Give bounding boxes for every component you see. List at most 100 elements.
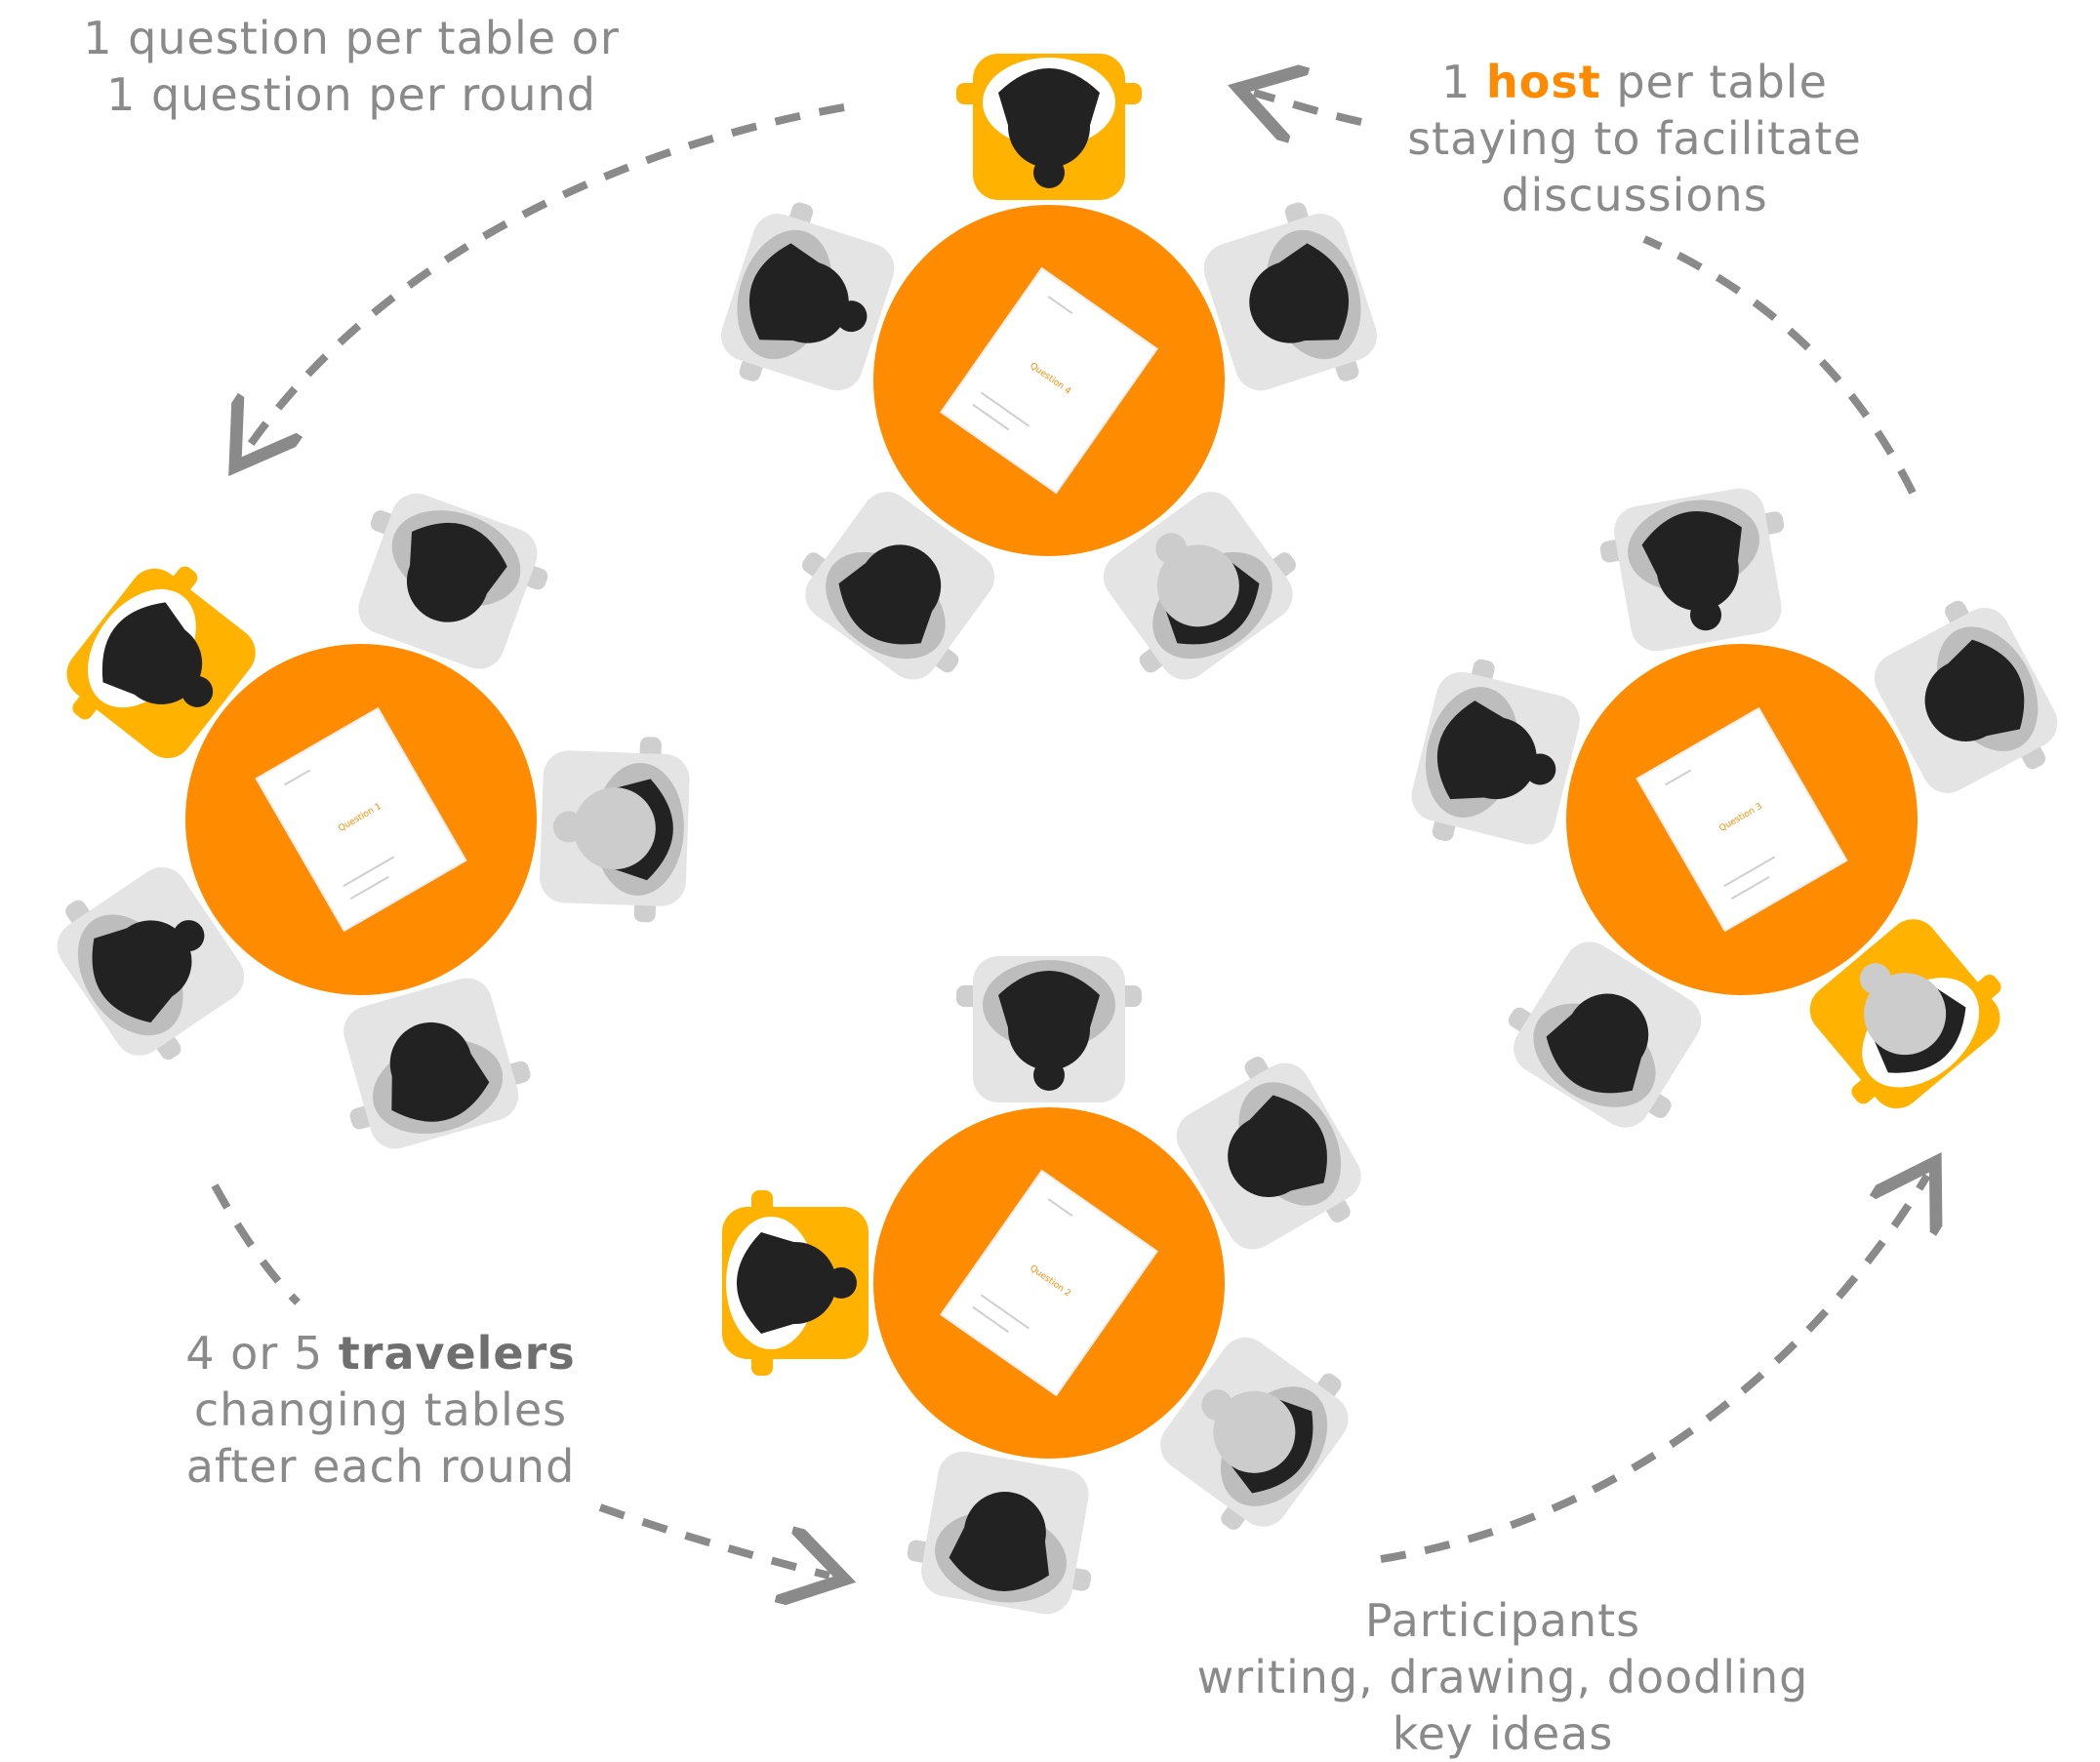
paper-line bbox=[1723, 856, 1776, 888]
table-top: Question 4 bbox=[721, 54, 1377, 680]
person-head bbox=[389, 1021, 472, 1104]
arrow-bottom-to-right bbox=[1380, 1176, 1927, 1563]
participant-seat bbox=[1103, 492, 1296, 680]
paper-line bbox=[1665, 769, 1692, 786]
table-left: Question 1 bbox=[57, 493, 690, 1149]
table-bottom: Question 2 bbox=[722, 956, 1361, 1615]
label-host-line1: 1 host per table bbox=[1441, 56, 1828, 108]
arrow-right-to-top-b bbox=[1254, 93, 1362, 122]
label-travelers-line2: changing tables bbox=[193, 1383, 568, 1436]
participant-seat bbox=[540, 737, 690, 923]
participant-seat bbox=[802, 492, 995, 680]
participant-seat bbox=[1411, 659, 1580, 845]
label-participants-line3: key ideas bbox=[1392, 1707, 1614, 1760]
hair-bun bbox=[173, 920, 205, 952]
label-travelers-line1: 4 or 5 travelers bbox=[185, 1327, 576, 1380]
person-head bbox=[1156, 544, 1239, 627]
host-seat bbox=[66, 566, 256, 759]
paper-line bbox=[972, 403, 1010, 431]
host-seat bbox=[1809, 919, 2001, 1109]
person-head bbox=[766, 260, 849, 343]
person-head bbox=[109, 920, 192, 1003]
host-seat bbox=[722, 1190, 868, 1376]
paper-line bbox=[1730, 875, 1770, 901]
person-head bbox=[1864, 973, 1947, 1056]
label-participants: Participants writing, drawing, doodling … bbox=[1171, 1592, 1835, 1762]
participant-seat bbox=[907, 1451, 1092, 1615]
participant-seat bbox=[358, 493, 548, 669]
question-paper: Question 1 bbox=[255, 706, 467, 933]
label-participants-line1: Participants bbox=[1364, 1594, 1641, 1647]
paper-sheet bbox=[940, 1169, 1158, 1397]
participant-seat bbox=[1599, 488, 1785, 652]
participant-seat bbox=[1203, 202, 1377, 391]
table-right: Question 3 bbox=[1411, 488, 2058, 1128]
host-seat bbox=[956, 54, 1142, 200]
hair-bun bbox=[182, 675, 214, 707]
person-head bbox=[1249, 260, 1332, 343]
person-head bbox=[1008, 988, 1090, 1070]
paper-line bbox=[349, 875, 389, 901]
hair-bun bbox=[1690, 599, 1722, 631]
hair-bun bbox=[552, 811, 585, 843]
paper-line bbox=[1047, 1198, 1073, 1218]
person-head bbox=[120, 621, 203, 704]
hair-bun bbox=[1033, 157, 1065, 188]
paper-sheet bbox=[1636, 706, 1848, 933]
participant-seat bbox=[343, 978, 531, 1149]
arrow-left-to-bottom-b bbox=[598, 1503, 829, 1576]
question-paper: Question 4 bbox=[940, 266, 1158, 495]
person-head bbox=[1924, 659, 2007, 741]
person-head bbox=[406, 540, 489, 622]
hair-bun bbox=[835, 300, 868, 333]
label-host-line3: discussions bbox=[1501, 169, 1768, 221]
paper-line bbox=[980, 391, 1030, 427]
person-head bbox=[573, 787, 656, 870]
paper-line bbox=[980, 1294, 1030, 1330]
person-head bbox=[859, 544, 942, 627]
hair-bun bbox=[1859, 963, 1891, 995]
paper-line bbox=[343, 856, 395, 888]
hair-bun bbox=[1155, 533, 1188, 565]
tables-layer: Question 4 Question 1 Question 3 Question 2 bbox=[57, 54, 2058, 1615]
arrow-top-to-left bbox=[244, 103, 845, 454]
question-paper: Question 3 bbox=[1636, 706, 1848, 933]
person-head bbox=[1656, 528, 1739, 611]
participant-seat bbox=[1874, 600, 2058, 793]
hair-bun bbox=[1201, 1389, 1233, 1422]
participant-seat bbox=[1176, 1057, 1361, 1250]
paper-sheet bbox=[940, 266, 1158, 495]
paper-sheet bbox=[255, 706, 467, 933]
paper-line bbox=[972, 1305, 1010, 1334]
paper-line bbox=[1047, 296, 1073, 315]
label-questions: 1 question per table or 1 question per r… bbox=[29, 10, 673, 123]
label-host: 1 host per table staying to facilitate d… bbox=[1366, 54, 1903, 223]
label-participants-line2: writing, drawing, doodling bbox=[1196, 1651, 1809, 1703]
label-questions-line2: 1 question per round bbox=[106, 68, 596, 121]
label-host-line2: staying to facilitate bbox=[1407, 112, 1862, 165]
person-head bbox=[1008, 86, 1090, 168]
arrows bbox=[211, 93, 1927, 1576]
person-head bbox=[754, 1242, 836, 1324]
participant-seat bbox=[1160, 1337, 1349, 1530]
label-questions-line1: 1 question per table or bbox=[83, 12, 620, 64]
person-head bbox=[1566, 993, 1649, 1076]
question-paper: Question 2 bbox=[940, 1169, 1158, 1397]
label-travelers: 4 or 5 travelers changing tables after e… bbox=[146, 1325, 615, 1495]
paper-line bbox=[284, 769, 311, 786]
label-travelers-line3: after each round bbox=[185, 1440, 576, 1493]
arrow-left-to-bottom-a bbox=[211, 1183, 301, 1305]
person-head bbox=[1454, 717, 1537, 800]
participant-seat bbox=[57, 866, 245, 1061]
arrow-right-to-top-a bbox=[1642, 235, 1917, 495]
person-head bbox=[1228, 1115, 1311, 1197]
travelers-keyword: travelers bbox=[338, 1327, 576, 1380]
hair-bun bbox=[1033, 1060, 1065, 1091]
person-head bbox=[963, 1492, 1046, 1575]
participant-seat bbox=[721, 202, 895, 391]
participant-seat bbox=[956, 956, 1142, 1102]
participant-seat bbox=[1508, 941, 1702, 1128]
person-head bbox=[1213, 1390, 1296, 1473]
hair-bun bbox=[1524, 753, 1556, 785]
